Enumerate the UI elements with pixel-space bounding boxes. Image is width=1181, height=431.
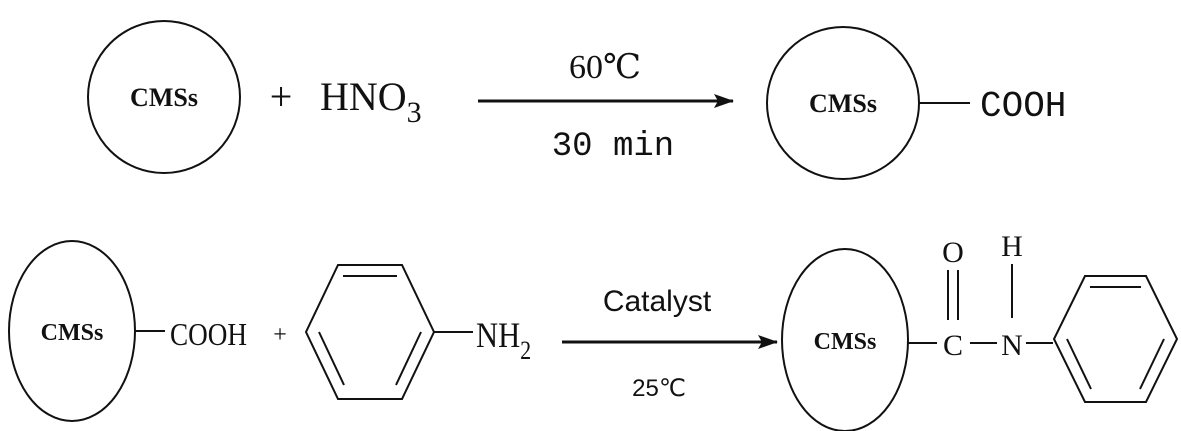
- cmss-particle-reactant-2: CMSs: [8, 240, 136, 422]
- particle-label: CMSs: [814, 329, 877, 355]
- benzene-double-bond: [395, 331, 422, 386]
- particle-label: CMSs: [41, 320, 104, 346]
- particle-circle: [781, 248, 909, 431]
- cmss-particle-product-2: CMSs: [781, 248, 909, 431]
- particle-label: CMSs: [809, 89, 877, 118]
- carbonyl-carbon: C: [943, 329, 963, 362]
- benzene-double-bond: [1139, 338, 1165, 390]
- benzene-hexagon: [304, 264, 436, 400]
- condition-catalyst: Catalyst: [603, 285, 712, 318]
- nitric-acid-main: HNO: [320, 74, 407, 119]
- benzene-ring-aniline: [304, 264, 436, 400]
- cmss-particle-product-1: CMSs: [766, 26, 920, 180]
- particle-circle: [87, 20, 241, 174]
- benzene-ring-product: [1052, 275, 1179, 403]
- particle-label: CMSs: [130, 83, 198, 112]
- amide-nitrogen: N: [1001, 329, 1023, 362]
- reaction-1: CMSs + HNO3 60℃ 30 min CMSs COOH: [87, 20, 1066, 180]
- benzene-double-bond: [1066, 338, 1092, 390]
- benzene-double-bond: [318, 331, 345, 386]
- nitric-acid-subscript: 3: [407, 96, 422, 129]
- plus-sign: +: [270, 74, 293, 119]
- condition-time-1: 30 min: [552, 128, 674, 166]
- benzene-hexagon: [1052, 275, 1179, 403]
- reaction-2: CMSs COOH + NH2 Catalyst 25℃ CMSs O C N: [8, 230, 1179, 431]
- nitric-acid: HNO3: [320, 74, 422, 129]
- condition-temperature-1: 60℃: [569, 49, 641, 86]
- cmss-particle-reactant-1: CMSs: [87, 20, 241, 174]
- amide-hydrogen: H: [1001, 230, 1023, 263]
- carboxyl-group-product-1: COOH: [980, 86, 1066, 127]
- amine-main: NH: [476, 316, 520, 356]
- amine-group: NH2: [476, 316, 531, 366]
- condition-temperature-2: 25℃: [632, 375, 686, 402]
- carboxyl-group-reactant-2: COOH: [170, 318, 247, 352]
- carbonyl-oxygen: O: [942, 236, 964, 269]
- amine-subscript: 2: [520, 337, 531, 365]
- plus-sign: +: [273, 322, 287, 348]
